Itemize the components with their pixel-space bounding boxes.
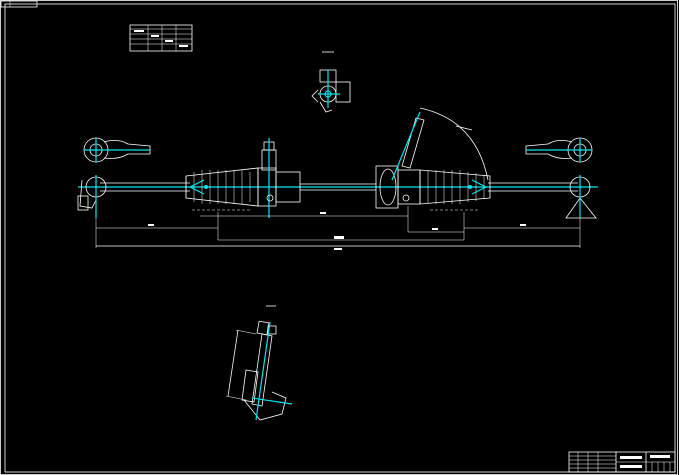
title-block [568,451,676,473]
drawing-frame [4,3,676,473]
parameter-table [129,24,193,52]
dimension-lines [95,206,581,250]
top-left-stamp [0,0,38,8]
tie-rod-end-left [83,137,151,163]
detail-view-bottom [225,305,293,421]
steering-rack-assembly [77,107,598,219]
detail-view-top [311,51,351,113]
tie-rod-end-right [525,137,593,163]
